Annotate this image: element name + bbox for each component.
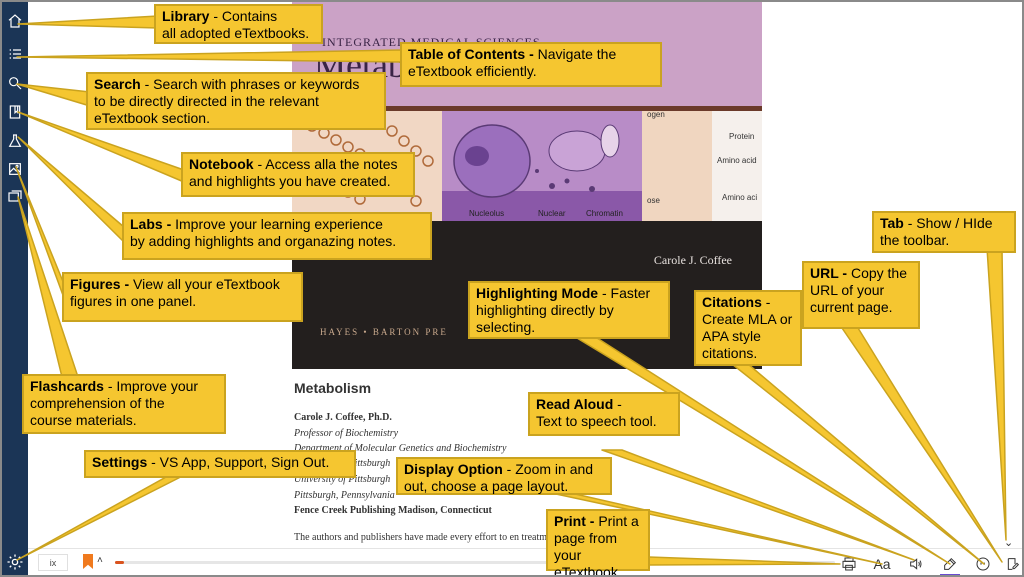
citation-icon[interactable] (973, 554, 993, 574)
callout-title: Search (94, 76, 141, 92)
callout-notebook: Notebook - Access alla the notes and hig… (181, 152, 415, 197)
callout-text: - Create MLA or APA style citations. (702, 294, 793, 361)
title-page-note: The authors and publishers have made eve… (294, 532, 598, 543)
art-label-ose: ose (647, 196, 660, 205)
callout-title: Tab (880, 215, 904, 231)
callout-text: Copy the URL of your current page. (810, 265, 908, 315)
highlight-mode-indicator (940, 574, 960, 575)
callout-text: - Improve your comprehension of the cour… (30, 378, 199, 428)
cover-author: Carole J. Coffee (653, 253, 732, 267)
title-page-line: Department of Molecular Genetics and Bio… (294, 443, 507, 454)
bottom-toolbar: ix ˄ Aa (28, 548, 1022, 575)
list-icon[interactable] (5, 44, 25, 64)
callout-title: Library (162, 8, 210, 24)
callout-display-option: Display Option - Zoom in and out, choose… (396, 457, 612, 495)
title-page-publisher: Fence Creek Publishing Madison, Connecti… (294, 505, 492, 516)
bookmark-icon[interactable] (83, 554, 93, 569)
callout-read-aloud: Read Aloud - Text to speech tool. (528, 392, 680, 436)
callout-title: Settings (92, 454, 148, 470)
sidebar (2, 2, 28, 575)
callout-print: Print - Print a page from your eTextbook… (546, 509, 650, 575)
callout-settings: Settings - VS App, Support, Sign Out. (84, 450, 356, 478)
title-page-line: Professor of Biochemistry (294, 428, 399, 439)
art-label-amino-1: Amino acid (717, 156, 757, 165)
art-label-amino-2: Amino aci (722, 193, 757, 202)
book-page: INTEGRATED MEDICAL SCIENCES Metab (292, 2, 762, 547)
callout-search: Search - Search with phrases or keywords… (86, 72, 386, 130)
speaker-icon[interactable] (906, 554, 926, 574)
display-options-icon[interactable]: Aa (873, 556, 891, 572)
reading-progress-fill (115, 561, 124, 564)
callout-text: - VS App, Support, Sign Out. (147, 454, 330, 470)
art-label-chromatin: Chromatin (586, 209, 623, 218)
art-label-protein: Protein (729, 132, 754, 141)
callout-highlighting-mode: Highlighting Mode - Faster highlighting … (468, 281, 670, 339)
callout-title: Read Aloud (536, 396, 614, 412)
print-icon[interactable] (839, 554, 859, 574)
title-page-author: Carole J. Coffee, Ph.D. (294, 412, 392, 423)
chevron-down-icon[interactable]: ⌄ (1004, 537, 1014, 549)
callout-text: - Search with phrases or keywords to be … (94, 76, 360, 126)
callout-text: Navigate the eTextbook efficiently. (408, 46, 617, 79)
link-edit-icon[interactable] (1003, 554, 1022, 574)
callout-text: View all your eTextbook figures in one p… (70, 276, 280, 309)
callout-title: Flashcards (30, 378, 104, 394)
cover-band (292, 106, 762, 111)
callout-text: Improve your learning experience by addi… (130, 216, 397, 249)
callout-text: Print a page from your eTextbook. (554, 513, 639, 577)
chevron-up-icon[interactable]: ˄ (97, 555, 103, 566)
page-number-input[interactable]: ix (38, 554, 68, 571)
title-page-line: University of Pittsburgh (294, 474, 391, 485)
callout-title: Figures - (70, 276, 130, 292)
callout-tab: Tab - Show / HIde the toolbar. (872, 211, 1016, 253)
gear-icon[interactable] (6, 553, 24, 571)
callout-title: Display Option (404, 461, 503, 477)
highlighter-icon[interactable] (940, 554, 960, 574)
callout-title: URL - (810, 265, 848, 281)
callout-text: - Faster highlighting directly by select… (476, 285, 651, 335)
notebook-icon[interactable] (5, 102, 25, 122)
callout-url: URL - Copy the URL of your current page. (802, 261, 920, 329)
callout-labs: Labs - Improve your learning experience … (122, 212, 432, 260)
search-icon[interactable] (5, 73, 25, 93)
callout-title: Table of Contents - (408, 46, 534, 62)
art-label-ogen: ogen (647, 111, 665, 119)
cards-icon[interactable] (5, 187, 25, 207)
callout-title: Labs - (130, 216, 172, 232)
cover-publisher: HAYES • BARTON PRE (320, 327, 448, 337)
callout-text: - Text to speech tool. (536, 396, 657, 429)
art-label-nucleolus: Nucleolus (469, 209, 504, 218)
callout-title: Citations (702, 294, 762, 310)
callout-flashcards: Flashcards - Improve your comprehension … (22, 374, 226, 434)
callout-title: Print - (554, 513, 595, 529)
image-icon[interactable] (5, 159, 25, 179)
callout-toc: Table of Contents - Navigate the eTextbo… (400, 42, 662, 87)
callout-text: - Contains all adopted eTextbooks. (162, 8, 310, 41)
callout-citations: Citations - Create MLA or APA style cita… (694, 290, 802, 366)
title-page-title: Metabolism (294, 380, 372, 396)
callout-text: - Zoom in and out, choose a page layout. (404, 461, 594, 494)
callout-title: Notebook (189, 156, 254, 172)
reading-progress-bar[interactable] (115, 561, 835, 564)
callout-library: Library - Contains all adopted eTextbook… (154, 4, 323, 44)
flask-icon[interactable] (5, 131, 25, 151)
title-page-line: Pittsburgh, Pennsylvania (294, 490, 395, 501)
callout-text: - Access alla the notes and highlights y… (189, 156, 398, 189)
cell-diagram: ogen ose Protein Amino acid Amino aci Nu… (292, 111, 762, 221)
home-icon[interactable] (5, 11, 25, 31)
cover-cell-illustration: ogen ose Protein Amino acid Amino aci Nu… (292, 111, 762, 221)
callout-text: - Show / HIde the toolbar. (880, 215, 993, 248)
art-label-nuclear: Nuclear (538, 209, 566, 218)
callout-title: Highlighting Mode (476, 285, 599, 301)
callout-figures: Figures - View all your eTextbook figure… (62, 272, 303, 322)
